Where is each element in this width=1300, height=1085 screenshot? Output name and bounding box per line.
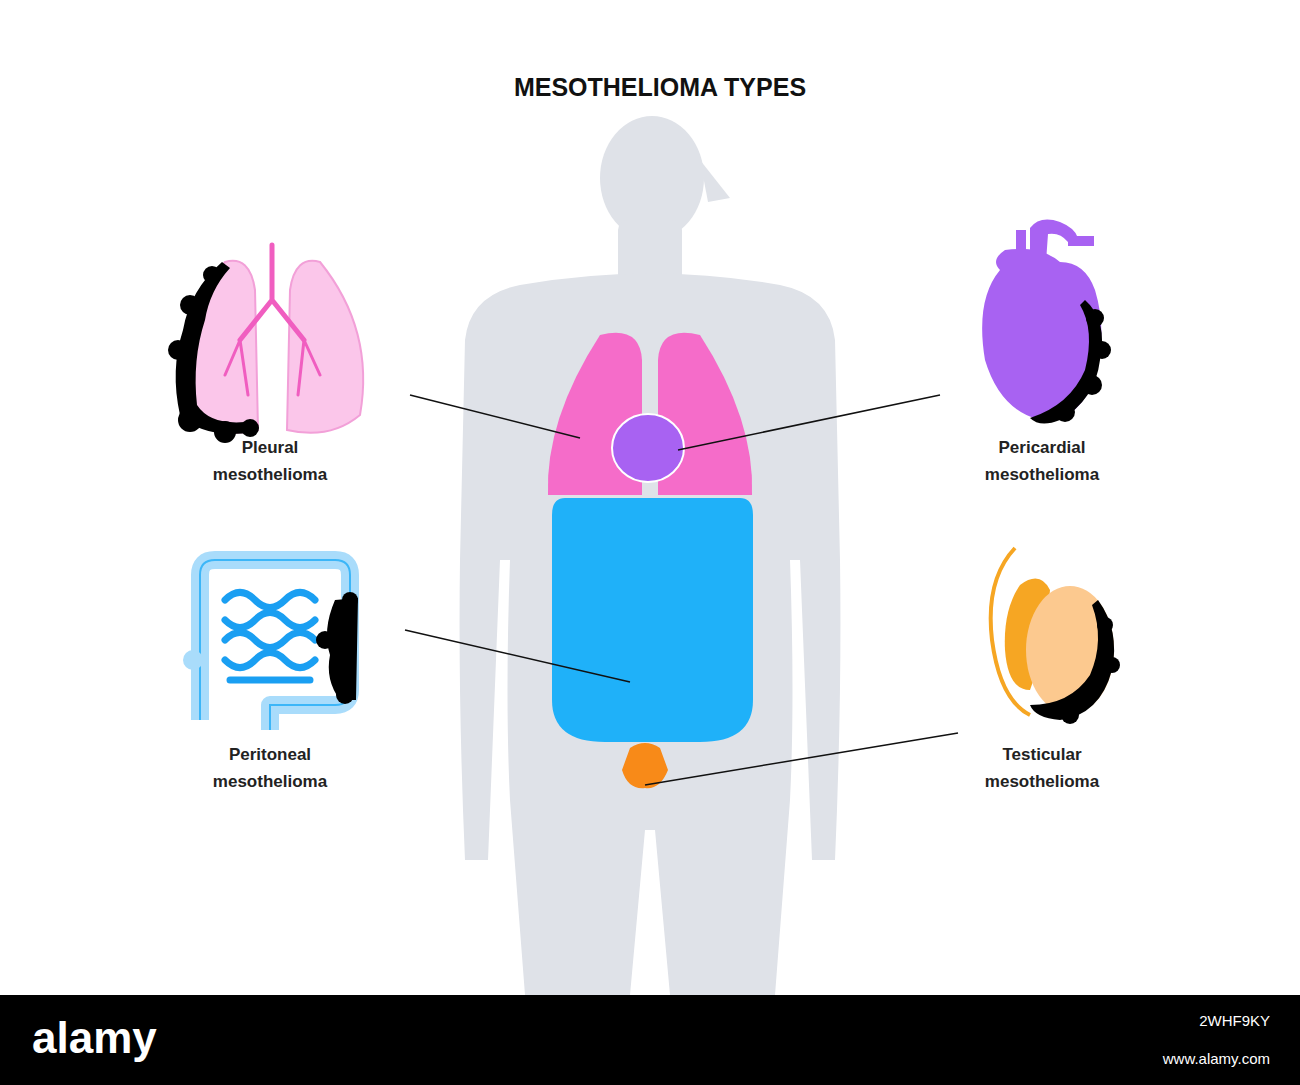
heart-illustration xyxy=(982,220,1111,424)
watermark-url: www.alamy.com xyxy=(1163,1050,1270,1067)
footer-bar xyxy=(0,995,1300,1085)
lungs-illustration xyxy=(168,245,363,443)
leader-lines xyxy=(405,395,958,785)
testis-illustration xyxy=(991,548,1120,724)
testis xyxy=(622,743,668,788)
caption: Pleural mesothelioma xyxy=(195,434,345,488)
image-id: 2WHF9KY xyxy=(1199,1012,1270,1029)
caption: Peritoneal mesothelioma xyxy=(195,741,345,795)
caption: Pericardial mesothelioma xyxy=(967,434,1117,488)
diagram-title: MESOTHELIOMA TYPES xyxy=(514,73,806,102)
abdomen xyxy=(552,498,753,742)
watermark-logo: alamy xyxy=(32,1013,157,1063)
intestine-illustration xyxy=(183,560,358,730)
body-silhouette xyxy=(460,116,841,995)
caption: Testicular mesothelioma xyxy=(967,741,1117,795)
heart xyxy=(612,414,684,482)
